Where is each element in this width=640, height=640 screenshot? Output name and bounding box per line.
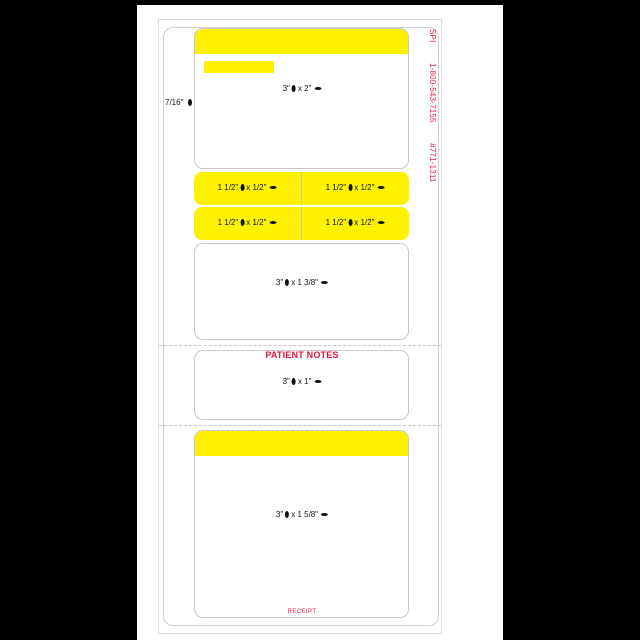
- vendor-info: SPI 1-800-543-7155 #771-1311: [428, 29, 437, 201]
- vertical-arrow-icon: [187, 99, 192, 106]
- horizontal-arrow-icon: [314, 87, 322, 90]
- margin-dimension-label: 7/16": [165, 98, 184, 107]
- sheet-outer-frame: [158, 19, 442, 634]
- vertical-arrow-icon: [240, 184, 245, 191]
- dimension-text: 1 1/2"x 1/2": [218, 183, 277, 192]
- small-label-1[interactable]: 1 1/2"x 1/2": [194, 172, 301, 205]
- vertical-arrow-icon: [285, 511, 290, 518]
- margin-dimension: 7/16": [165, 98, 194, 107]
- vendor-phone: 1-800-543-7155: [428, 62, 437, 123]
- horizontal-arrow-icon: [269, 186, 277, 189]
- label-receipt[interactable]: 3"x 1 5/8" RECEIPT: [194, 430, 409, 618]
- dimension-text: 1 1/2"x 1/2": [326, 218, 385, 227]
- horizontal-arrow-icon: [321, 513, 329, 516]
- vertical-arrow-icon: [291, 85, 296, 92]
- horizontal-arrow-icon: [269, 221, 277, 224]
- yellow-header-band: [195, 431, 408, 456]
- label-patient-notes[interactable]: PATIENT NOTES 3"x 1": [194, 350, 409, 420]
- patient-notes-title: PATIENT NOTES: [265, 350, 339, 360]
- dimension-text: 3"x 1 3/8": [276, 278, 329, 287]
- horizontal-arrow-icon: [321, 281, 329, 284]
- vendor-brand: SPI: [428, 29, 437, 43]
- perforation-line: [159, 425, 441, 426]
- receipt-footer: RECEIPT: [287, 609, 317, 615]
- vertical-arrow-icon: [285, 279, 290, 286]
- small-label-4[interactable]: 1 1/2"x 1/2": [301, 207, 409, 240]
- horizontal-arrow-icon: [377, 186, 385, 189]
- vertical-arrow-icon: [348, 184, 353, 191]
- horizontal-arrow-icon: [314, 380, 322, 383]
- yellow-tag-bar: [204, 61, 274, 73]
- dimension-text: 3"x 1 5/8": [276, 510, 329, 519]
- small-label-3[interactable]: 1 1/2"x 1/2": [194, 207, 301, 240]
- sheet-inner-frame: [163, 27, 439, 626]
- perforation-line: [159, 345, 441, 346]
- horizontal-arrow-icon: [377, 221, 385, 224]
- dimension-text: 3"x 2": [283, 84, 322, 93]
- yellow-header-band: [195, 29, 408, 54]
- vertical-arrow-icon: [348, 219, 353, 226]
- label-middle-3x1-3-8[interactable]: 3"x 1 3/8": [194, 243, 409, 340]
- label-top-3x2[interactable]: 3"x 2": [194, 28, 409, 169]
- vertical-arrow-icon: [240, 219, 245, 226]
- dimension-text: 1 1/2"x 1/2": [326, 183, 385, 192]
- dimension-text: 3"x 1": [283, 377, 322, 386]
- vendor-part-number: #771-1311: [428, 143, 437, 183]
- vertical-arrow-icon: [291, 378, 296, 385]
- small-label-2[interactable]: 1 1/2"x 1/2": [301, 172, 409, 205]
- dimension-text: 1 1/2"x 1/2": [218, 218, 277, 227]
- label-sheet: 7/16" SPI 1-800-543-7155 #771-1311 3"x 2…: [137, 5, 503, 640]
